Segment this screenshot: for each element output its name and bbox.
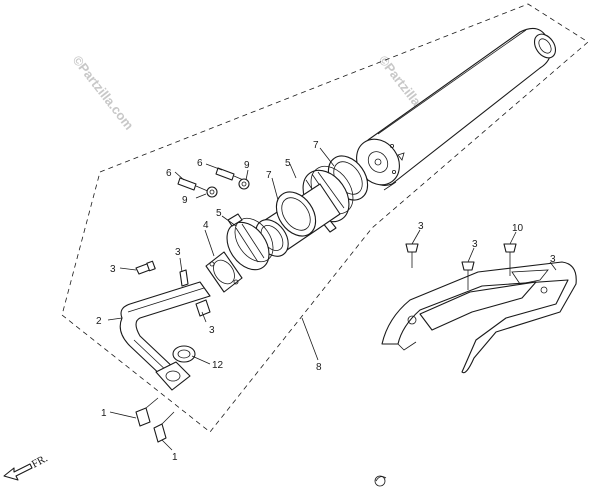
callout-5: 5 (285, 158, 291, 169)
callout-labels: 3 3 3 4 5 6 6 9 9 7 5 7 2 12 8 1 1 3 3 1… (96, 140, 556, 463)
callout-3: 3 (550, 254, 556, 265)
leader-lines (107, 147, 557, 451)
callout-1: 1 (172, 452, 178, 463)
bolt-3-lower (195, 299, 211, 317)
callout-12: 12 (212, 360, 224, 371)
bolt-1-lower (153, 411, 175, 443)
callout-6: 6 (197, 158, 203, 169)
callout-6: 6 (166, 168, 172, 179)
bolt-3-bracket-left (405, 243, 419, 268)
bolt-1-upper (135, 397, 159, 427)
bolt-3-left (135, 260, 156, 275)
callout-3: 3 (418, 221, 424, 232)
callout-2: 2 (96, 316, 102, 327)
bolt-10 (503, 243, 517, 276)
callout-7: 7 (313, 140, 319, 151)
watermark: ©Partzilla.com (70, 53, 137, 133)
muffler (356, 27, 557, 191)
callout-9: 9 (244, 160, 250, 171)
callout-3: 3 (175, 247, 181, 258)
bolt-3-mid (179, 269, 189, 287)
muffler-bracket (381, 261, 577, 374)
header-flange (155, 361, 191, 391)
assembly-outline (61, 3, 589, 433)
flange-4 (205, 251, 243, 293)
callout-3: 3 (110, 264, 116, 275)
gasket-7-lower (275, 191, 317, 237)
callout-5: 5 (216, 208, 222, 219)
partzilla-logo-icon (374, 475, 387, 487)
gasket-12 (172, 345, 196, 363)
direction-label: FR. (30, 452, 50, 470)
callout-3: 3 (209, 325, 215, 336)
bolt-3-bracket-mid (461, 261, 475, 290)
callout-9: 9 (182, 195, 188, 206)
callout-1: 1 (101, 408, 107, 419)
callout-7: 7 (266, 170, 272, 181)
clamp-5-lower (226, 213, 274, 271)
callout-3: 3 (472, 239, 478, 250)
washer-9-right (238, 178, 250, 190)
bolt-6-left (177, 177, 211, 193)
callout-8: 8 (316, 362, 322, 373)
direction-arrow-icon (3, 463, 33, 481)
exhaust-pipe-2 (119, 281, 211, 381)
callout-4: 4 (203, 220, 209, 231)
washer-9-left (206, 186, 218, 198)
callout-10: 10 (512, 223, 524, 234)
